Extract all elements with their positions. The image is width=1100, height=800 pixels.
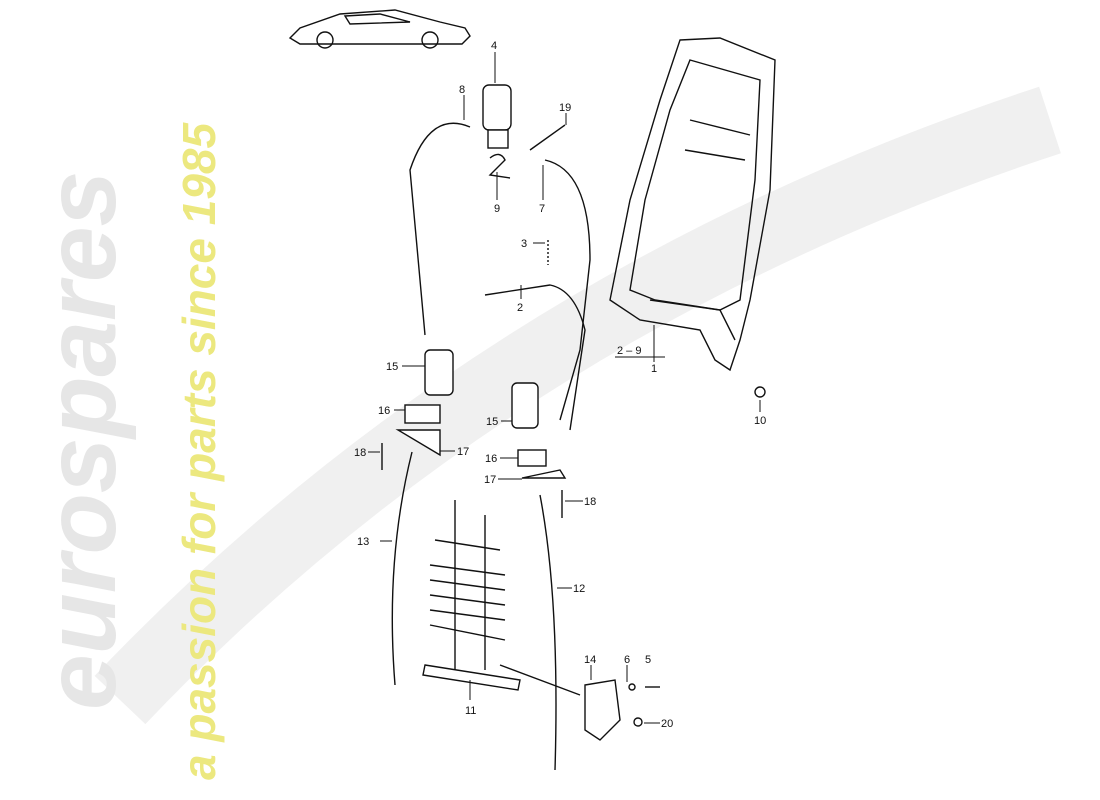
watermark-tagline: a passion for parts since 1985 bbox=[173, 122, 225, 780]
plate-17-right bbox=[521, 469, 567, 479]
cable-8 bbox=[409, 122, 471, 336]
label-4: 4 bbox=[491, 40, 497, 52]
lumbar-support-11 bbox=[422, 500, 581, 696]
washer-6 bbox=[628, 683, 636, 691]
motor-15-right bbox=[511, 382, 539, 429]
screw-19 bbox=[529, 124, 566, 151]
label-7: 7 bbox=[539, 203, 545, 215]
part-labels: 4 8 19 9 7 3 2 2 – 9 1 15 15 16 17 18 16… bbox=[354, 40, 766, 730]
label-20: 20 bbox=[661, 718, 673, 730]
label-18-left: 18 bbox=[354, 447, 366, 459]
label-9: 9 bbox=[494, 203, 500, 215]
clip-10 bbox=[754, 386, 766, 398]
label-16-left: 16 bbox=[378, 405, 390, 417]
label-6: 6 bbox=[624, 654, 630, 666]
motor-15-left bbox=[424, 349, 454, 396]
motor-4 bbox=[482, 84, 512, 179]
shaft-12 bbox=[539, 494, 557, 771]
seat-backrest-frame bbox=[609, 37, 776, 372]
label-15-left: 15 bbox=[386, 361, 398, 373]
label-12: 12 bbox=[573, 583, 585, 595]
label-17-right: 17 bbox=[484, 474, 496, 486]
label-5: 5 bbox=[645, 654, 651, 666]
cable-7 bbox=[544, 159, 591, 421]
watermark-brand: eurospares bbox=[25, 171, 137, 710]
label-19: 19 bbox=[559, 102, 571, 114]
label-1: 1 bbox=[651, 363, 657, 375]
label-2: 2 bbox=[517, 302, 523, 314]
bracket-16-left bbox=[404, 404, 441, 424]
plate-17-left bbox=[395, 429, 441, 457]
label-13: 13 bbox=[357, 536, 369, 548]
label-2-9: 2 – 9 bbox=[617, 345, 641, 357]
cable-2 bbox=[484, 284, 586, 431]
label-8: 8 bbox=[459, 84, 465, 96]
shaft-13 bbox=[391, 451, 413, 686]
label-16-right: 16 bbox=[485, 453, 497, 465]
label-14: 14 bbox=[584, 654, 596, 666]
bracket-16-right bbox=[517, 449, 547, 467]
gearbox-14 bbox=[584, 679, 621, 741]
label-3: 3 bbox=[521, 238, 527, 250]
label-10: 10 bbox=[754, 415, 766, 427]
leader-lines bbox=[368, 52, 761, 724]
watermark: eurospares a passion for parts since 198… bbox=[25, 86, 1061, 780]
car-thumbnail-icon bbox=[288, 9, 471, 49]
label-15-right: 15 bbox=[486, 416, 498, 428]
label-17-left: 17 bbox=[457, 446, 469, 458]
ring-20 bbox=[633, 717, 643, 727]
label-11: 11 bbox=[465, 705, 476, 717]
label-18-right: 18 bbox=[584, 496, 596, 508]
